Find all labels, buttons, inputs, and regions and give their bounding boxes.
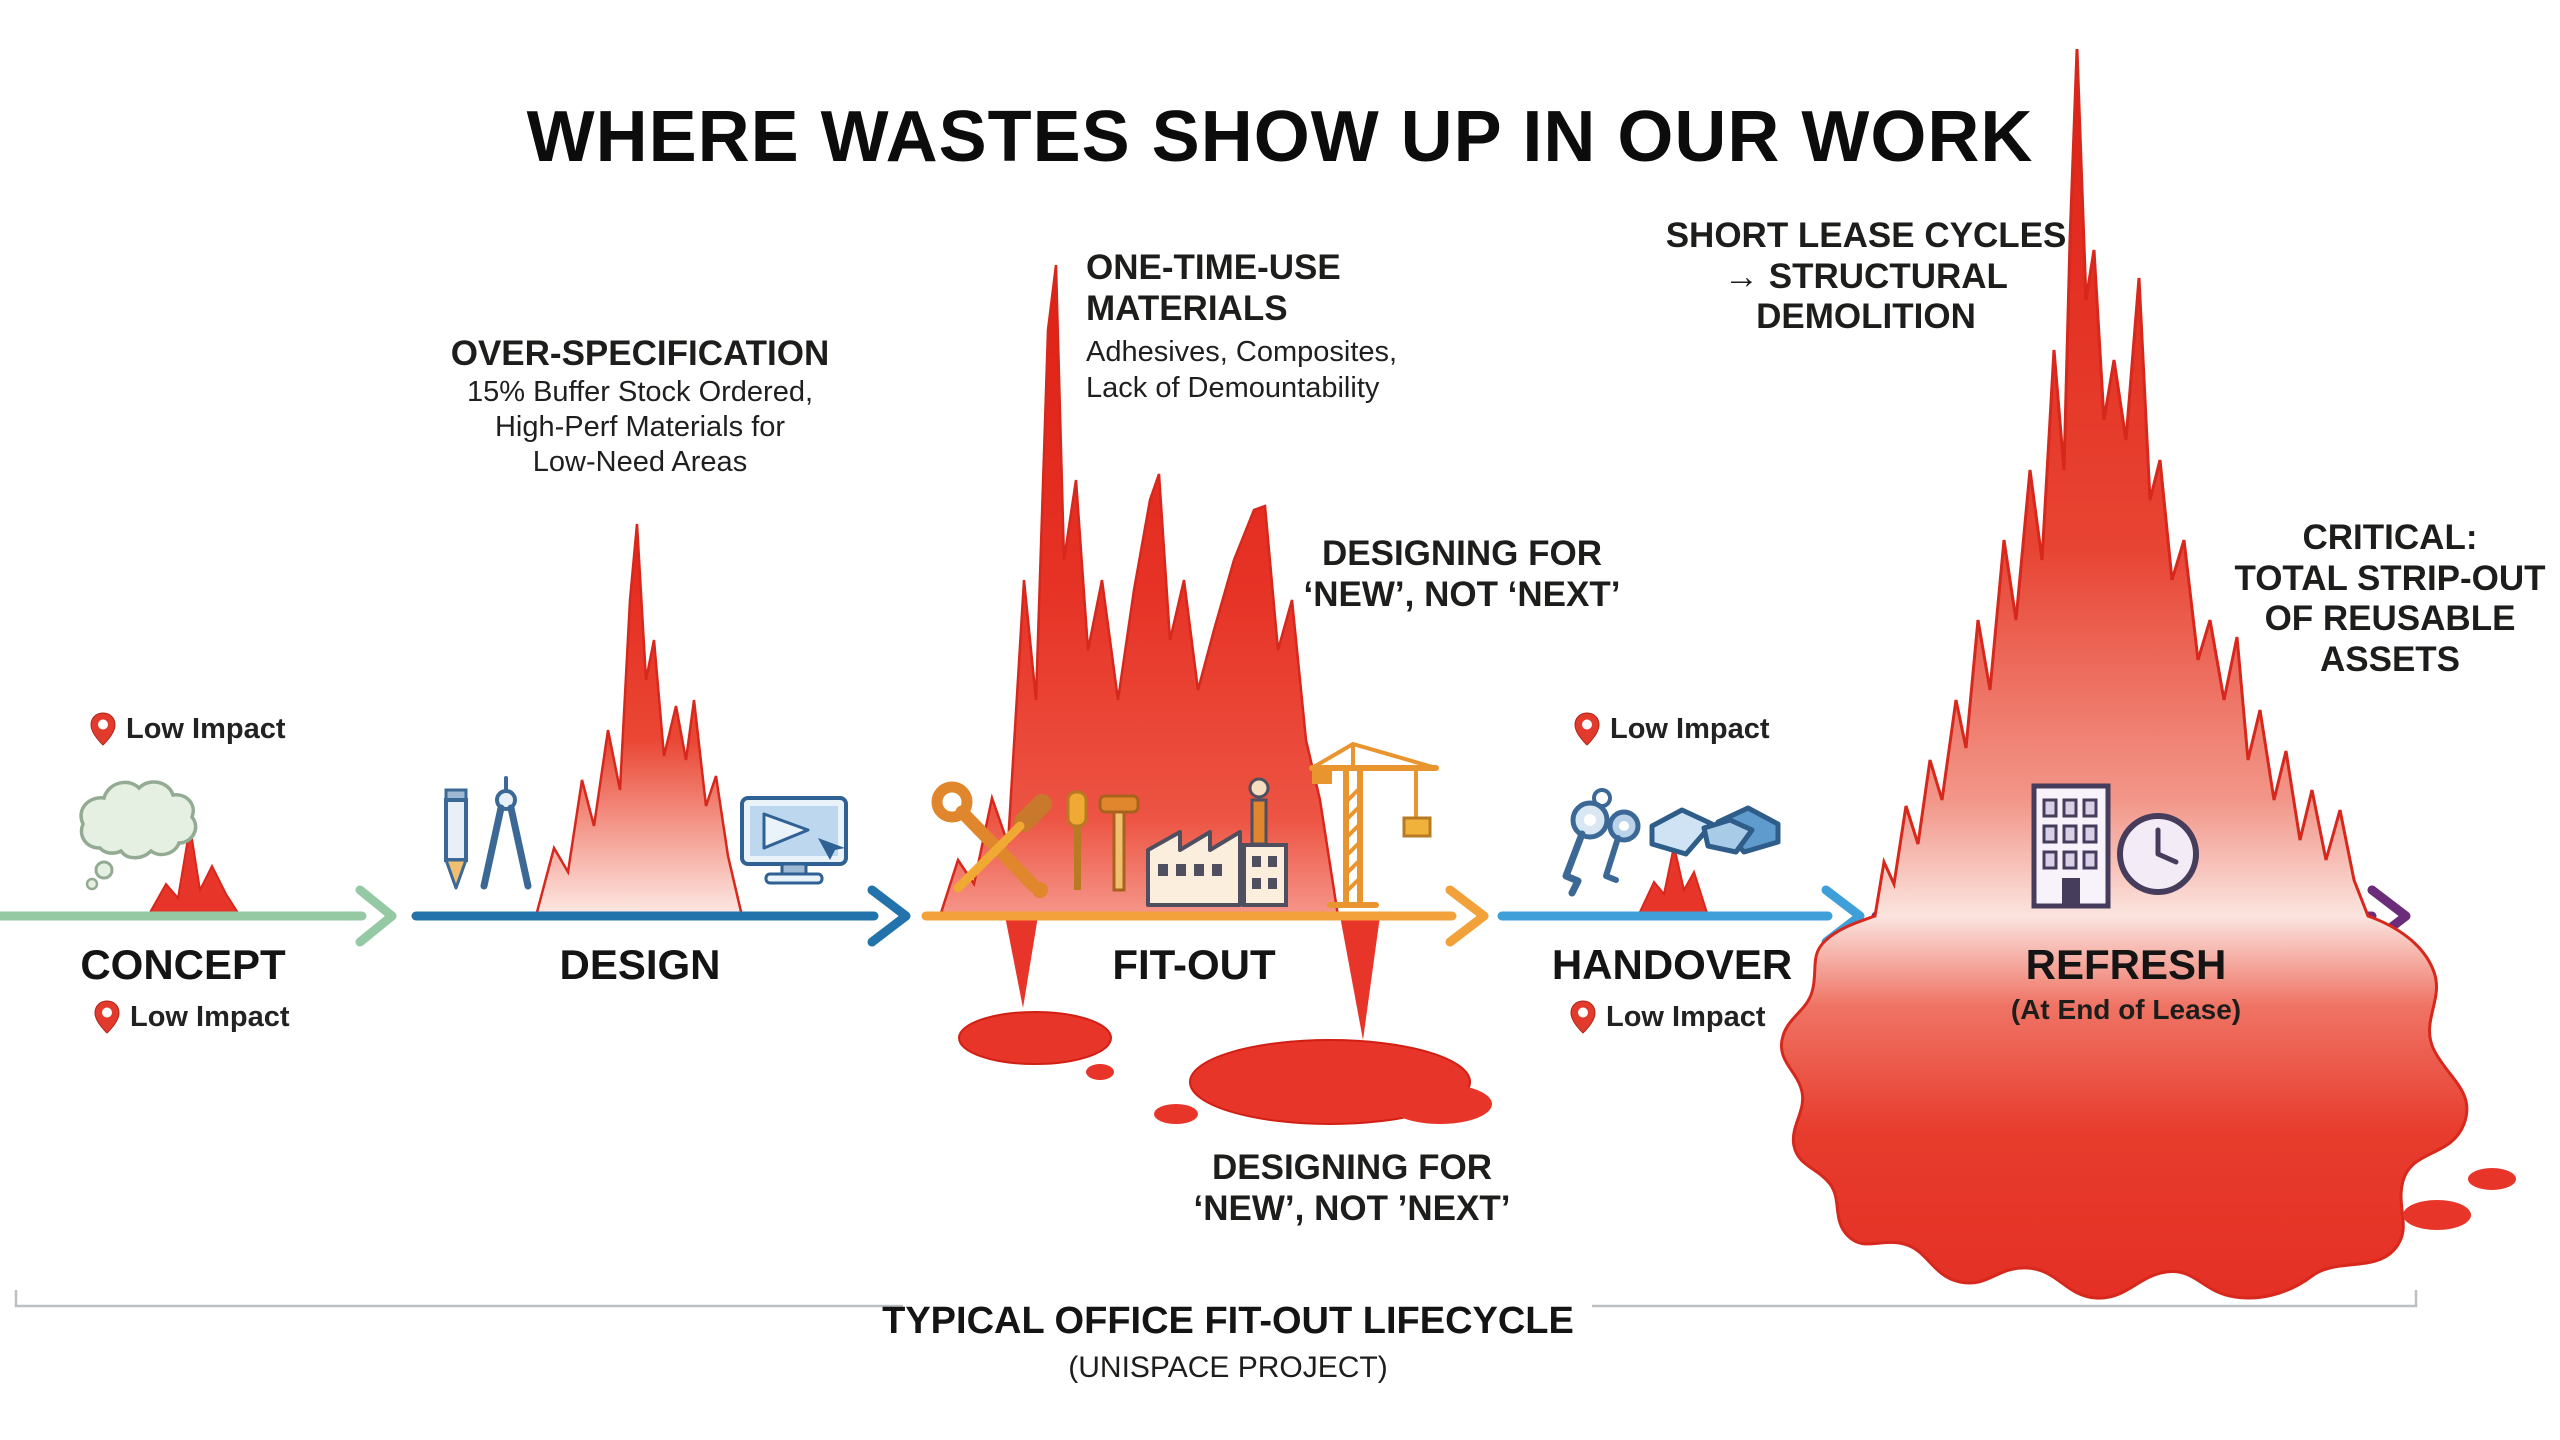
stage-label-handover: HANDOVER <box>1551 941 1793 988</box>
designing-upper-line2: ‘NEW’, NOT ‘NEXT’ <box>1303 574 1621 614</box>
location-pin-icon <box>94 1000 120 1034</box>
critical-line4: ASSETS <box>2319 639 2461 679</box>
hand-tools-icon <box>1066 790 1140 892</box>
low-impact-label: Low Impact <box>126 712 286 745</box>
stage-label-refresh-block: REFRESH (At End of Lease) <box>2010 941 2242 1026</box>
footer-caption: TYPICAL OFFICE FIT-OUT LIFECYCLE (UNISPA… <box>882 1300 1574 1385</box>
low-impact-handover-above: Low Impact <box>1574 712 1770 746</box>
one-time-use-line2: Lack of Demountability <box>1086 371 1380 404</box>
location-pin-icon <box>90 712 116 746</box>
one-time-use-annotation: ONE-TIME-USE MATERIALS Adhesives, Compos… <box>1086 248 1397 406</box>
one-time-use-title-line1: ONE-TIME-USE <box>1086 248 1341 287</box>
thought-bubble-icon <box>79 780 198 891</box>
low-impact-handover-below: Low Impact <box>1570 1000 1766 1034</box>
short-lease-line1: SHORT LEASE CYCLES <box>1665 216 2067 255</box>
over-specification-line1: 15% Buffer Stock Ordered, <box>466 375 814 408</box>
building-icon <box>2031 783 2111 909</box>
waste-spike-handover <box>1636 845 1710 917</box>
footer-bracket <box>14 1290 2418 1308</box>
concept-arrowhead-icon <box>355 885 397 947</box>
monitor-icon <box>740 796 848 885</box>
low-impact-concept-below: Low Impact <box>94 1000 290 1034</box>
one-time-use-line1: Adhesives, Composites, <box>1086 336 1398 369</box>
handshake-icon <box>1649 805 1781 857</box>
fitout-arrowhead-icon <box>1445 885 1489 947</box>
stage-label-design: DESIGN <box>559 941 721 988</box>
critical-line1: CRITICAL: <box>2302 518 2478 557</box>
clock-icon <box>2117 813 2199 895</box>
designing-for-new-upper-annotation: DESIGNING FOR ‘NEW’, NOT ‘NEXT’ <box>1304 534 1621 615</box>
low-impact-label: Low Impact <box>130 1000 290 1033</box>
designing-lower-line1: DESIGNING FOR <box>1211 1148 1493 1187</box>
page-title: WHERE WASTES SHOW UP IN OUR WORK <box>526 97 2034 177</box>
stage-sublabel-refresh: (At End of Lease) <box>2010 994 2242 1026</box>
stage-label-refresh: REFRESH <box>2025 941 2227 988</box>
crossed-tools-icon <box>931 781 1052 898</box>
stage-label-fitout: FIT-OUT <box>1112 941 1276 988</box>
designing-for-new-lower-annotation: DESIGNING FOR ‘NEW’, NOT ’NEXT’ <box>1194 1148 1511 1229</box>
waste-spike-design <box>534 523 744 918</box>
footer-bracket-right <box>1592 1290 2418 1308</box>
design-arrowhead-icon <box>867 885 911 947</box>
keys-icon <box>1562 788 1641 897</box>
low-impact-label: Low Impact <box>1606 1000 1766 1033</box>
critical-strip-out-annotation: CRITICAL: TOTAL STRIP-OUT OF REUSABLE AS… <box>2234 518 2545 680</box>
low-impact-concept-above: Low Impact <box>90 712 286 746</box>
drafting-tools-icon <box>444 776 532 890</box>
over-specification-line3: Low-Need Areas <box>532 446 748 479</box>
fitout-waste-puddles <box>958 916 1492 1125</box>
factory-icon <box>1146 777 1288 907</box>
one-time-use-title-line2: MATERIALS <box>1086 288 1288 328</box>
refresh-waste-splash-2 <box>2468 1168 2516 1190</box>
stage-label-concept: CONCEPT <box>80 941 286 988</box>
crane-icon <box>1309 742 1439 908</box>
low-impact-label: Low Impact <box>1610 712 1770 745</box>
over-specification-annotation: OVER-SPECIFICATION 15% Buffer Stock Orde… <box>451 334 830 481</box>
footer-line1: TYPICAL OFFICE FIT-OUT LIFECYCLE <box>882 1300 1574 1342</box>
location-pin-icon <box>1574 712 1600 746</box>
waste-spike-fitout <box>938 264 1340 918</box>
over-specification-line2: High-Perf Materials for <box>494 410 786 443</box>
short-lease-annotation: SHORT LEASE CYCLES → STRUCTURAL DEMOLITI… <box>1666 216 2067 338</box>
critical-line2: TOTAL STRIP-OUT <box>2234 558 2546 598</box>
footer-bracket-left <box>14 1290 903 1308</box>
critical-line3: OF REUSABLE <box>2264 599 2516 639</box>
location-pin-icon <box>1570 1000 1596 1034</box>
designing-lower-line2: ‘NEW’, NOT ’NEXT’ <box>1193 1188 1511 1228</box>
over-specification-title: OVER-SPECIFICATION <box>450 334 830 373</box>
waste-spike-concept <box>146 825 242 917</box>
designing-upper-line1: DESIGNING FOR <box>1321 534 1603 573</box>
waste-spike-refresh <box>1780 48 2469 1300</box>
short-lease-line2: → STRUCTURAL <box>1724 256 2008 296</box>
short-lease-line3: DEMOLITION <box>1756 297 1976 337</box>
refresh-waste-splash-1 <box>2403 1200 2471 1230</box>
footer-line2: (UNISPACE PROJECT) <box>1068 1351 1388 1384</box>
